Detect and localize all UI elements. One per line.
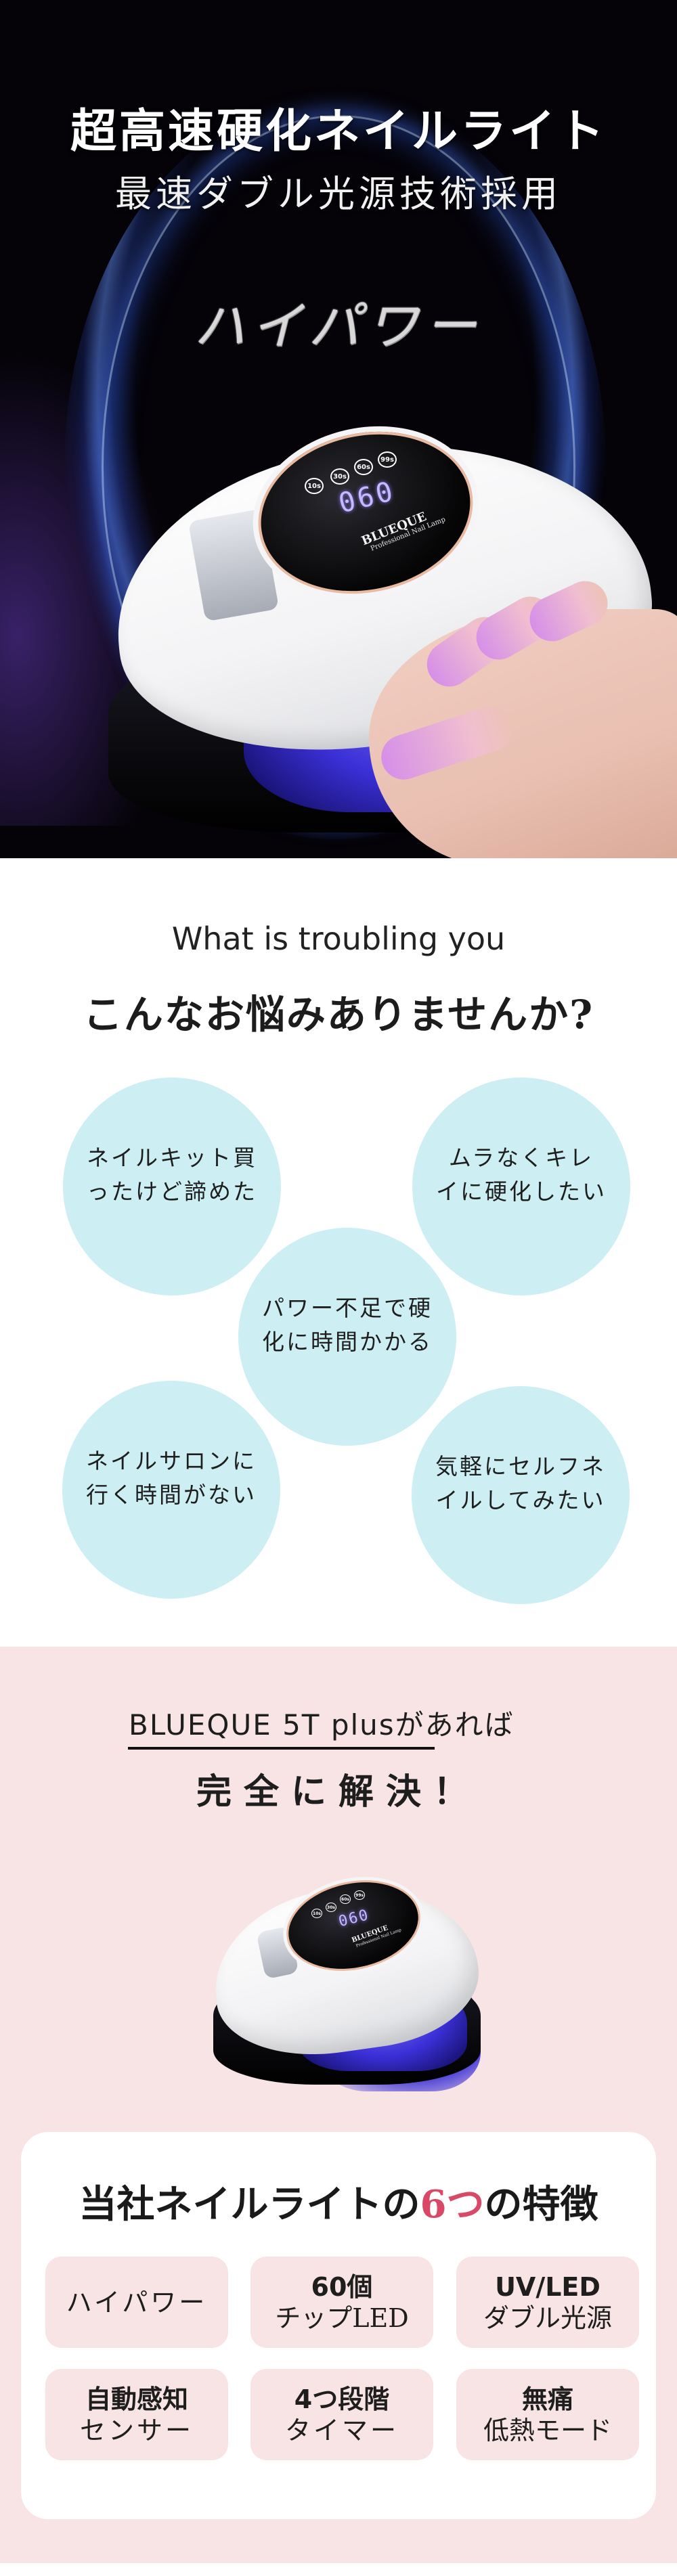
timer-button-99s: 99s — [378, 451, 397, 468]
features-title-accent: 6つ — [420, 2182, 485, 2227]
solution-heading: 完全に解決！ — [196, 1771, 481, 1813]
timer-button-99s: 99s — [354, 1890, 365, 1900]
feature-tile-line1: 60個 — [311, 2271, 373, 2302]
feature-tile-line2: センサー — [79, 2415, 194, 2445]
feature-tile-60-leds: 60個 チップLED — [250, 2257, 433, 2348]
trouble-bubble: 気軽にセルフネ イルしてみたい — [412, 1386, 630, 1604]
trouble-bubble: ネイルサロンに 行く時間がない — [62, 1381, 280, 1599]
feature-tile-4-step-timer: 4つ段階 タイマー — [250, 2369, 433, 2460]
feature-tile-auto-sensor: 自動感知 センサー — [45, 2369, 228, 2460]
features-title-prefix: 当社ネイルライトの — [79, 2182, 420, 2227]
timer-button-30s: 30s — [326, 1903, 336, 1912]
feature-tile-line1: UV/LED — [495, 2271, 600, 2302]
trouble-bubble-text: ネイルキット買 ったけど諦めた — [87, 1145, 257, 1205]
feature-tile-line2: タイマー — [284, 2415, 399, 2445]
feature-tile-line2: 低熱モード — [483, 2415, 612, 2445]
trouble-bubble-text: ムラなくキレ イに硬化したい — [436, 1145, 607, 1205]
timer-button-60s: 60s — [354, 459, 373, 475]
feature-tile-line1: 自動感知 — [85, 2384, 188, 2414]
feature-tile-line1: 無痛 — [521, 2384, 573, 2414]
features-title: 当社ネイルライトの6つの特徴 — [0, 2174, 677, 2229]
hero-tagline: ハイパワー — [194, 296, 483, 356]
troubles-heading-en: What is troubling you — [171, 920, 506, 957]
trouble-bubble-text: パワー不足で硬 化に時間かかる — [262, 1295, 433, 1355]
hero-title: 超高速硬化ネイルライト — [70, 104, 607, 158]
solution-product-line: BLUEQUE 5T plusがあれば — [129, 1708, 515, 1741]
troubles-heading-jp: こんなお悩みありませんか? — [83, 992, 594, 1038]
hero-banner: 10s 30s 60s 99s 060 BLUEQUE Professional… — [0, 0, 677, 858]
feature-tile-high-power: ハイパワー — [45, 2257, 228, 2348]
hero-subtitle: 最速ダブル光源技術採用 — [115, 173, 562, 215]
trouble-bubble: ムラなくキレ イに硬化したい — [412, 1078, 630, 1295]
feature-tile-dual-light: UV/LED ダブル光源 — [456, 2257, 639, 2348]
feature-tile-low-heat: 無痛 低熱モード — [456, 2369, 639, 2460]
feature-tile-line2: ダブル光源 — [483, 2303, 612, 2333]
trouble-bubble: パワー不足で硬 化に時間かかる — [238, 1228, 456, 1446]
timer-button-60s: 60s — [340, 1894, 351, 1904]
trouble-bubble-text: ネイルサロンに 行く時間がない — [86, 1448, 257, 1508]
trouble-bubble: ネイルキット買 ったけど諦めた — [63, 1078, 281, 1295]
timer-button-10s: 10s — [305, 478, 324, 494]
feature-tile-line1: 4つ段階 — [294, 2384, 390, 2414]
timer-button-10s: 10s — [311, 1909, 322, 1918]
feature-tile-line2: チップLED — [275, 2303, 409, 2333]
feature-tile-line1: ハイパワー — [66, 2287, 208, 2317]
features-title-suffix: の特徴 — [484, 2182, 598, 2227]
trouble-bubble-text: 気軽にセルフネ イルしてみたい — [435, 1453, 606, 1513]
solution-underline — [128, 1747, 435, 1750]
timer-button-30s: 30s — [330, 468, 349, 485]
